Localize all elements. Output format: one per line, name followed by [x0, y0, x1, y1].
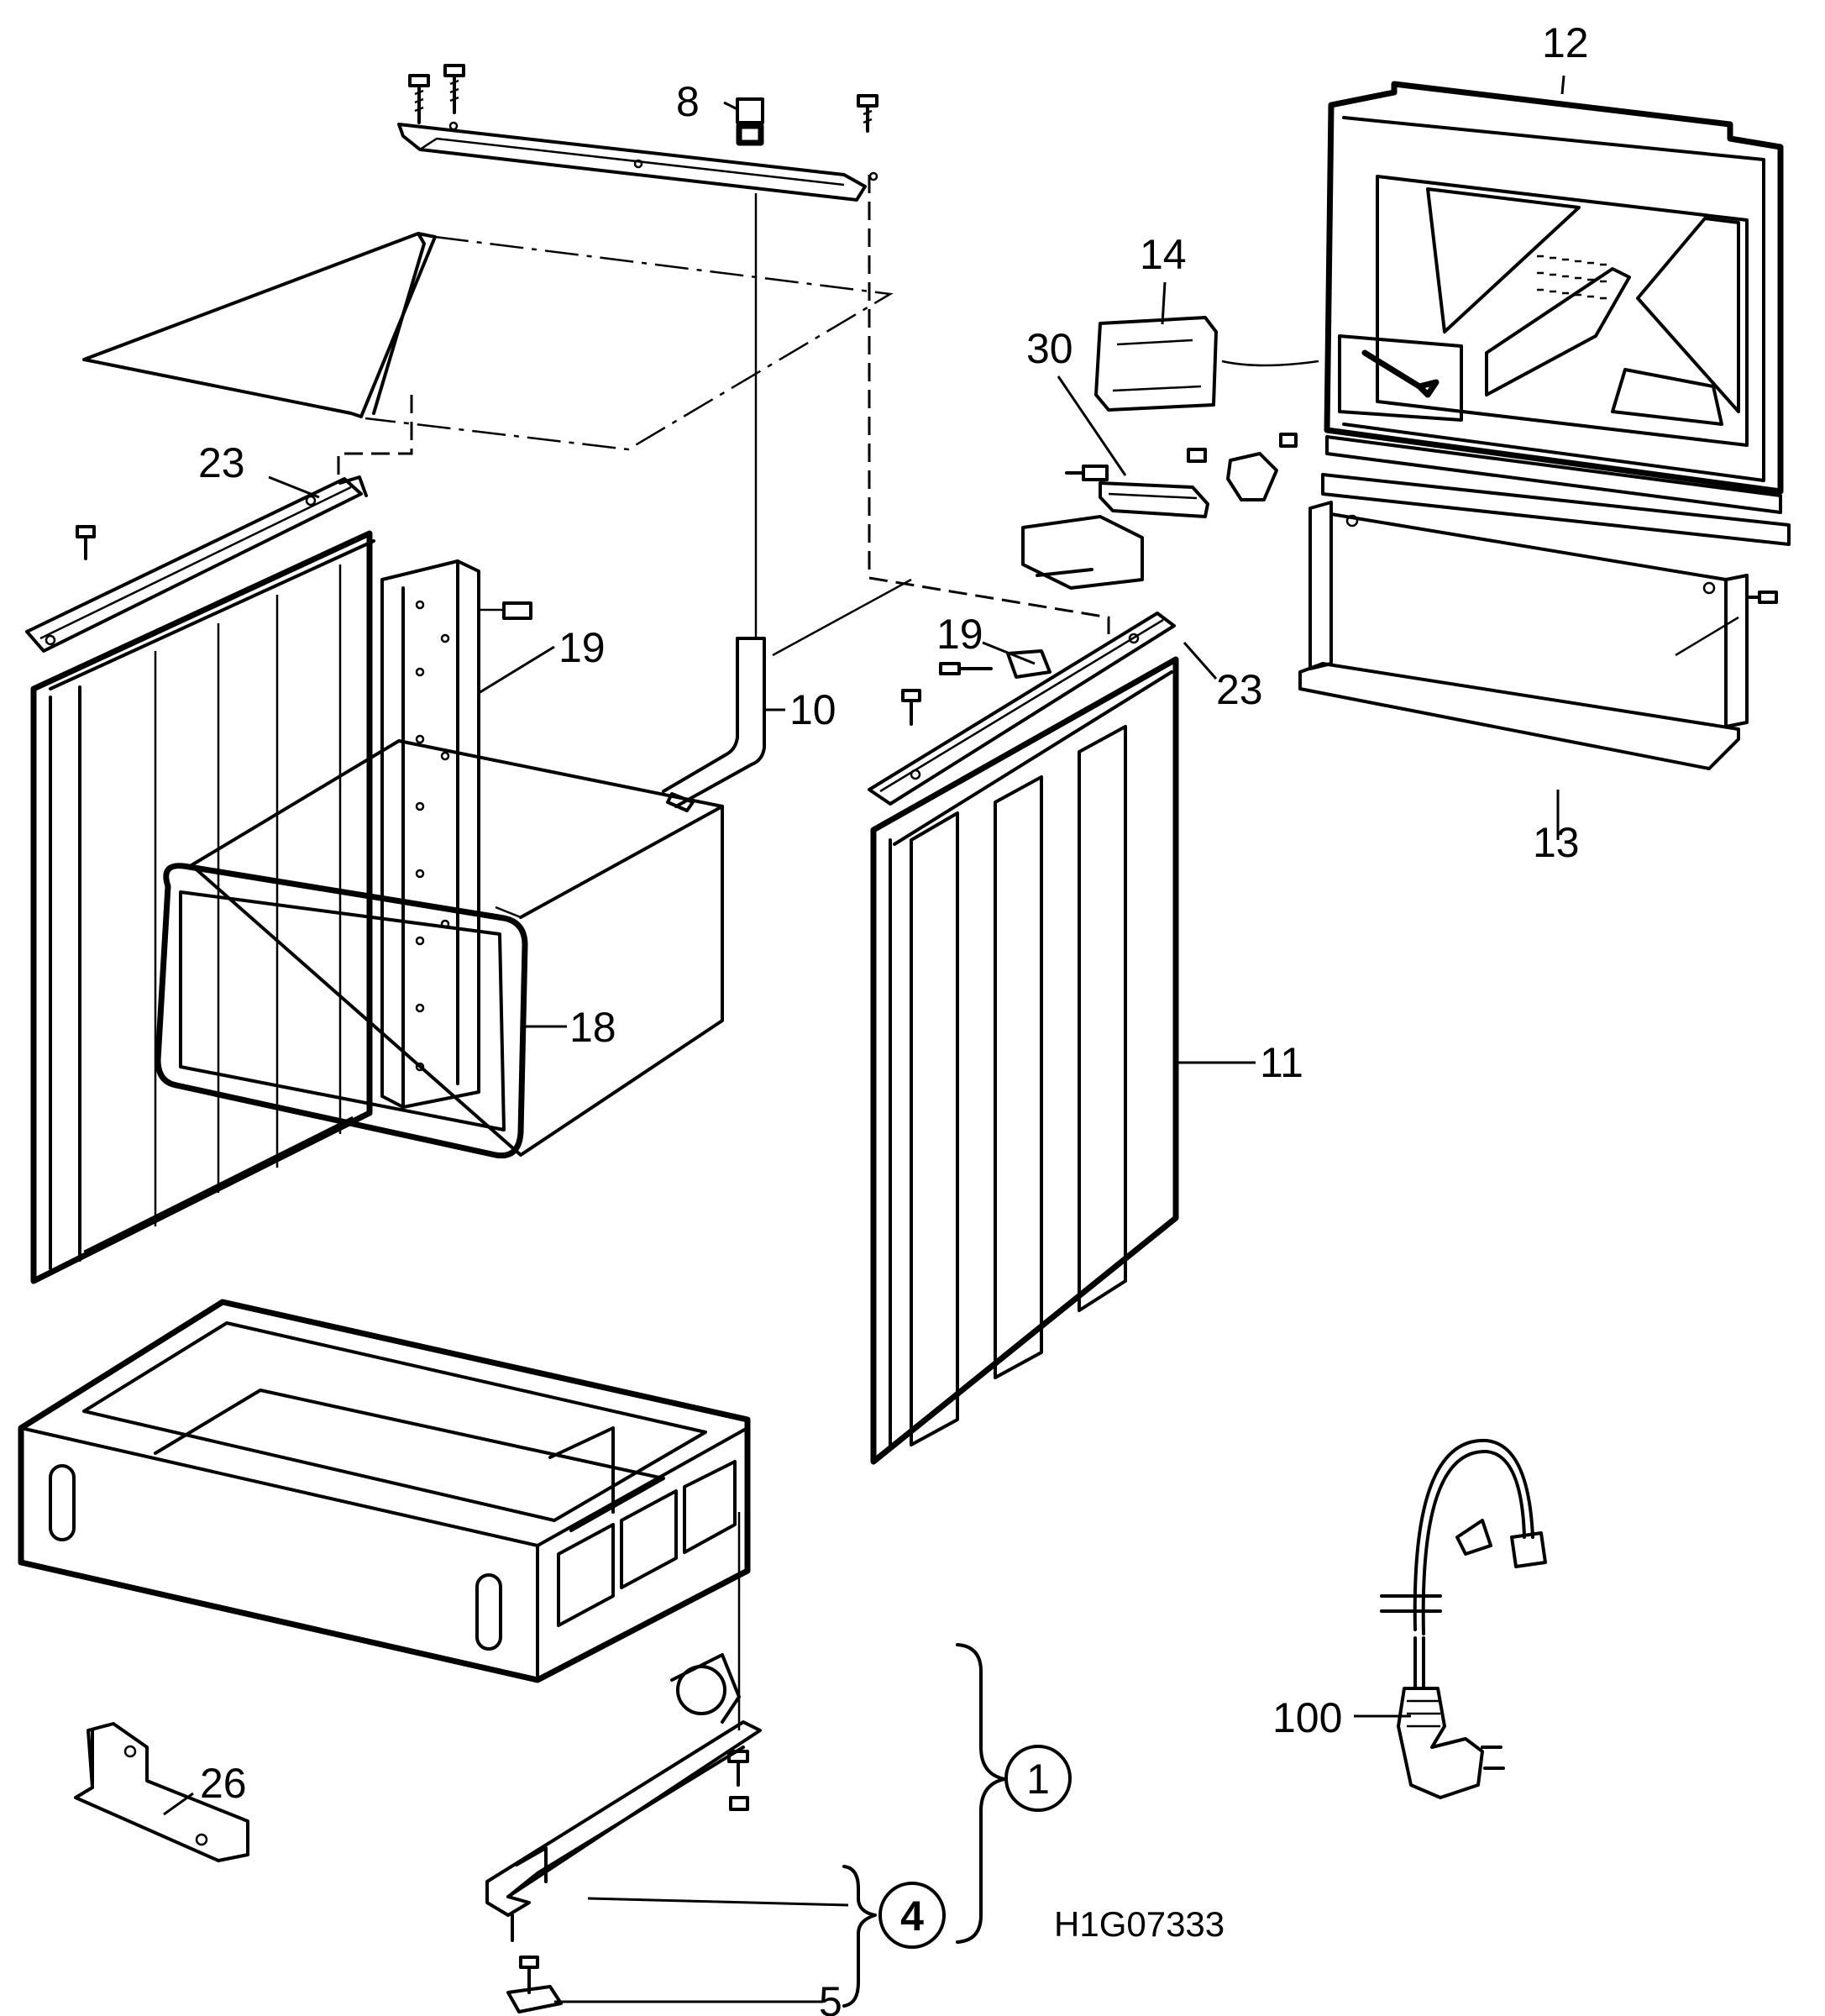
left-side-panel: [30, 530, 375, 1284]
part-23-left-rail: [25, 395, 413, 653]
callout-26: 26: [200, 1760, 247, 1807]
leader-lines: [163, 75, 1565, 1816]
part-100-power-cord: [1380, 1438, 1547, 1799]
callout-30: 30: [1026, 325, 1073, 372]
callout-4: 4: [900, 1893, 924, 1940]
callout-18: 18: [569, 1004, 616, 1051]
oven-cavity: [190, 739, 724, 1157]
base-frame: [18, 1299, 751, 1683]
part-13-lower-panel: [1298, 473, 1791, 770]
part-30-bracket: [1021, 433, 1298, 590]
callout-19-right: 19: [936, 611, 983, 658]
callout-100: 100: [1272, 1694, 1342, 1741]
callout-19-left: 19: [559, 624, 606, 671]
wheel-rail: [485, 1512, 849, 2013]
callout-10: 10: [789, 686, 836, 733]
top-rail: [397, 121, 878, 202]
screw: [443, 64, 465, 114]
drawing-reference: H1G07333: [1054, 1904, 1225, 1944]
callout-8: 8: [676, 78, 700, 125]
callout-1: 1: [1026, 1756, 1050, 1803]
callout-12: 12: [1542, 19, 1589, 66]
callout-14: 14: [1140, 231, 1187, 278]
part-8-latch: [723, 97, 764, 146]
part-19-bracket: [380, 559, 532, 1109]
brace-group-4: [842, 1865, 877, 2008]
circled-callout-1: [1004, 1745, 1072, 1812]
worktop-panel: [82, 232, 894, 451]
part-11-right-side-panel: [870, 656, 1179, 1465]
part-18-door-seal: [155, 863, 528, 1159]
screw: [408, 74, 430, 124]
callout-23-left: 23: [198, 439, 245, 486]
callout-labels: 12 8 14 30 23 19 10 19 23 13 18 11 100 2…: [198, 19, 1589, 2016]
part-10-pipe: [662, 193, 766, 808]
screw: [857, 94, 878, 133]
part-14-control-board: [1094, 316, 1319, 412]
part-12-back-panel: [1324, 81, 1784, 514]
part-23-right-rail: [868, 612, 1176, 806]
circled-callout-4: [878, 1882, 946, 1949]
part-26-bracket: [74, 1722, 249, 1862]
callout-5: 5: [819, 1978, 842, 2016]
brace-group-1: [956, 1643, 1006, 1944]
callout-13: 13: [1533, 819, 1580, 866]
callout-11: 11: [1260, 1039, 1303, 1086]
callout-23-right: 23: [1216, 666, 1263, 713]
